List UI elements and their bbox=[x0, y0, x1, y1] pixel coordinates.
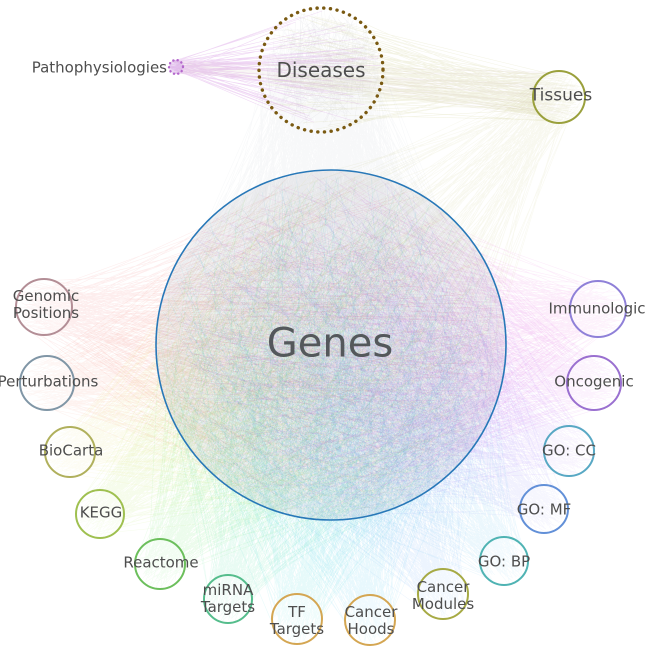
node-circle-go-mf[interactable] bbox=[519, 484, 569, 534]
edge-bundle-genes-kegg bbox=[78, 177, 499, 538]
edge-bundle-genes-mirna-targets bbox=[159, 176, 496, 622]
edge-bundle-genes-go-bp bbox=[186, 187, 527, 584]
node-circle-cancer-hoods[interactable] bbox=[344, 594, 396, 646]
node-circle-kegg[interactable] bbox=[75, 489, 125, 539]
node-circle-oncogenic[interactable] bbox=[566, 355, 622, 411]
edge-bundle-genes-tf-targets bbox=[158, 177, 496, 644]
edge-bundle-pathophysiologies-tissues bbox=[170, 60, 579, 122]
node-circle-immunologic[interactable] bbox=[569, 280, 627, 338]
edge-bundle-genes-cancer-hoods bbox=[163, 175, 488, 645]
node-circle-tf-targets[interactable] bbox=[271, 593, 323, 645]
node-circle-tissues[interactable] bbox=[532, 70, 586, 124]
node-circle-genes[interactable] bbox=[155, 169, 507, 521]
node-circle-go-bp[interactable] bbox=[479, 536, 529, 586]
edge-bundle-genes-genomic-positions bbox=[16, 184, 499, 510]
edge-bundle-genes-tissues bbox=[158, 73, 585, 516]
edge-bundle-pathophysiologies-diseases bbox=[168, 10, 381, 123]
node-circle-pathophysiologies[interactable] bbox=[167, 58, 185, 76]
node-circle-mirna-targets[interactable] bbox=[203, 574, 253, 624]
edge-bundle-genes-go-cc bbox=[158, 177, 593, 513]
node-circle-biocarta[interactable] bbox=[44, 426, 96, 478]
edge-bundle-diseases-diseases bbox=[260, 9, 382, 127]
edge-bundle-genes-oncogenic bbox=[175, 170, 621, 518]
node-circle-cancer-modules[interactable] bbox=[417, 568, 469, 620]
edge-bundle-genes-immunologic bbox=[164, 177, 626, 508]
node-circle-reactome[interactable] bbox=[134, 538, 186, 590]
edge-bundle-genes-biocarta bbox=[45, 171, 488, 511]
node-circle-go-cc[interactable] bbox=[543, 425, 595, 477]
node-circle-perturbations[interactable] bbox=[19, 355, 75, 411]
node-circle-diseases[interactable] bbox=[257, 6, 385, 134]
edge-bundle-genes-cancer-modules bbox=[172, 176, 504, 618]
edge-bundle-tissues-diseases bbox=[262, 13, 585, 130]
edge-bundle-genes-perturbations bbox=[20, 174, 503, 505]
edge-bundle-genes-reactome bbox=[134, 185, 492, 589]
edge-bundle-genes-genes bbox=[158, 172, 501, 518]
node-circle-genomic-positions[interactable] bbox=[15, 278, 73, 336]
